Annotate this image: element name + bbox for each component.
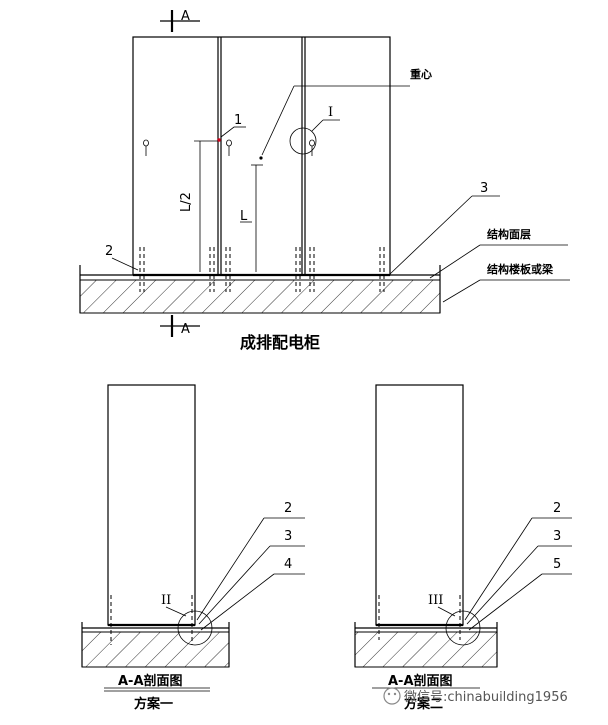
- detail-circle-ii: [177, 610, 213, 646]
- section-scheme-1: II 2 3 4 A-A剖面图 方案一: [81, 384, 305, 712]
- slab-beam-label: 结构楼板或梁: [486, 262, 554, 276]
- label-4: 4: [284, 557, 292, 572]
- gravity-center-label: 重心: [410, 67, 432, 81]
- scheme-label: 方案二: [404, 696, 443, 712]
- detail-circle-iii: [445, 610, 481, 646]
- detail-label-iii: III: [428, 593, 443, 608]
- cabinet-section: [107, 384, 196, 626]
- section-title: A-A剖面图: [118, 673, 183, 689]
- section-title: A-A剖面图: [388, 673, 453, 689]
- section-scheme-2: III 2 3 5 A-A剖面图 方案二: [354, 384, 572, 712]
- label-2: 2: [105, 244, 113, 259]
- label-3: 3: [553, 529, 561, 544]
- surface-layer-label: 结构面层: [486, 227, 531, 241]
- label-2: 2: [553, 501, 561, 516]
- section-mark-bottom: A: [160, 315, 200, 337]
- wechat-icon: [383, 687, 401, 705]
- structural-slab: [354, 631, 498, 668]
- section-mark-label: A: [181, 9, 190, 24]
- main-title: 成排配电柜: [240, 333, 320, 352]
- front-elevation: A I 重心 1: [79, 9, 570, 352]
- detail-circle-i: [289, 127, 317, 155]
- label-1: 1: [234, 113, 242, 128]
- anchor-bolts: [110, 595, 193, 645]
- detail-label-ii: II: [161, 593, 171, 608]
- dimension-l-half: L/2: [179, 140, 218, 272]
- cabinet-row-outline: [132, 36, 391, 276]
- watermark-text: 微信号:chinabuilding1956: [404, 690, 568, 705]
- scheme-label: 方案一: [134, 696, 173, 712]
- dimension-l2-label: L/2: [179, 192, 194, 212]
- handle-icon: [226, 139, 232, 156]
- label-2: 2: [284, 501, 292, 516]
- dimension-l: L: [240, 164, 263, 272]
- dimension-l-label: L: [240, 209, 248, 224]
- handle-icon: [143, 139, 149, 156]
- gravity-center-dot: [259, 156, 263, 160]
- section-mark-label: A: [181, 322, 190, 337]
- cabinet-section: [375, 384, 464, 626]
- handle-icon: [309, 139, 315, 156]
- watermark: 微信号:chinabuilding1956: [383, 687, 568, 705]
- structural-slab: [81, 631, 230, 668]
- label-3: 3: [284, 529, 292, 544]
- structural-slab: [79, 279, 441, 314]
- label-3: 3: [480, 181, 488, 196]
- label-5: 5: [553, 557, 561, 572]
- detail-label-i: I: [328, 105, 333, 120]
- section-mark-top: A: [160, 9, 200, 32]
- point-1-marker: [217, 138, 221, 142]
